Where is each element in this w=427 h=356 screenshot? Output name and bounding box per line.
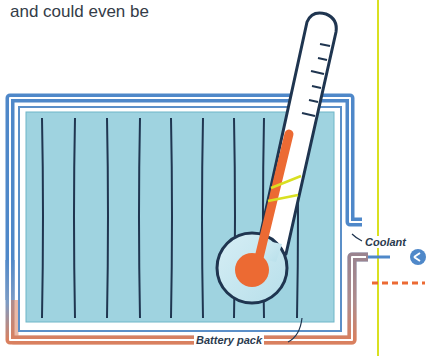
cell-divider xyxy=(42,118,43,318)
cell-divider xyxy=(171,118,172,318)
cell-divider xyxy=(74,118,75,318)
cell-divider xyxy=(107,118,108,318)
cell-divider xyxy=(202,118,203,318)
divider-line xyxy=(377,0,379,356)
leader-line xyxy=(288,318,302,342)
flow-marker xyxy=(410,249,426,265)
thermometer xyxy=(217,13,336,303)
leader-line xyxy=(352,234,362,241)
flow-line xyxy=(372,282,425,285)
cell-divider xyxy=(139,118,140,318)
flow-line xyxy=(368,256,390,259)
callout-label: Coolant xyxy=(363,236,408,248)
callout-label: Battery pack xyxy=(194,334,264,346)
flow-arrow xyxy=(414,253,420,261)
body-text: and could even be xyxy=(10,2,149,22)
cell-dividers xyxy=(42,118,298,318)
